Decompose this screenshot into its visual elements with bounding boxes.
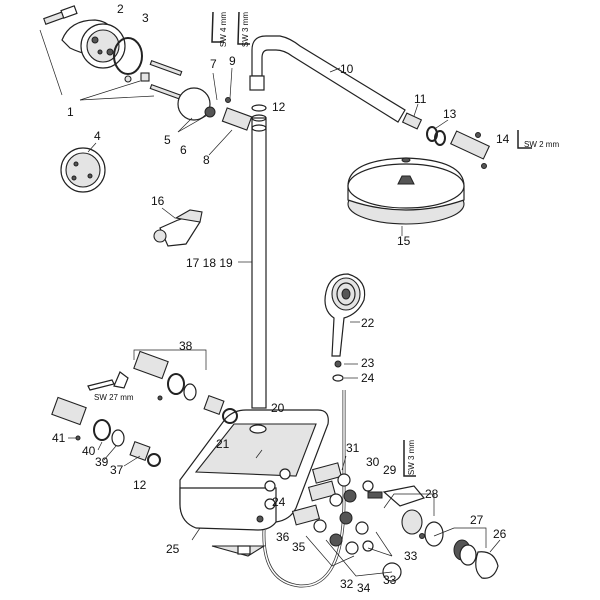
label-5: 5: [164, 133, 171, 147]
label-17-18-19: 17 18 19: [186, 256, 233, 270]
overhead-shower-15: [347, 157, 465, 236]
round-bracket: [80, 23, 126, 69]
button-2: [279, 468, 291, 480]
small-nut: [140, 72, 150, 82]
label-23: 23: [361, 356, 375, 370]
label-7: 7: [210, 57, 217, 71]
label-24-top: 24: [361, 371, 375, 385]
tool-sw4: SW 4 mm: [219, 12, 228, 47]
grub-screw-2: [481, 163, 487, 169]
wall-bracket-group: [39, 5, 183, 101]
label-20: 20: [271, 401, 285, 415]
label-40: 40: [82, 444, 96, 458]
label-14: 14: [496, 132, 510, 146]
label-1: 1: [67, 105, 74, 119]
shower-arm-10: [249, 35, 406, 123]
thermostat-unit: [179, 409, 329, 557]
label-3: 3: [142, 11, 149, 25]
hex-key-icon: [211, 11, 250, 45]
spindle-29: [367, 491, 383, 499]
label-15: 15: [397, 234, 411, 248]
upper-mount-group: [177, 67, 253, 156]
label-30: 30: [366, 455, 380, 469]
label-6: 6: [180, 143, 187, 157]
label-10: 10: [340, 62, 354, 76]
label-11: 11: [414, 92, 427, 106]
button-1: [264, 480, 276, 492]
hand-shower-holder-16: [153, 207, 203, 247]
long-screws: [149, 59, 183, 101]
screw-top: [43, 5, 78, 25]
handle-assembly: [382, 440, 501, 579]
wrench-icon: [87, 379, 115, 391]
rosette-5: [177, 87, 211, 121]
label-28: 28: [425, 487, 439, 501]
label-33-a: 33: [404, 549, 418, 563]
supply-connectors: [51, 349, 238, 467]
seal-ring: [113, 37, 143, 75]
label-31: 31: [346, 441, 360, 455]
connector-8: [221, 107, 253, 131]
label-13: 13: [443, 107, 457, 121]
pin-9: [225, 97, 231, 103]
hand-shower-22: [324, 273, 366, 357]
label-9: 9: [229, 54, 236, 68]
hose-connectors: [332, 360, 358, 382]
label-38: 38: [179, 339, 193, 353]
label-36: 36: [276, 530, 290, 544]
label-22: 22: [361, 316, 375, 330]
label-39: 39: [95, 455, 109, 469]
cover-plate-4: [60, 142, 106, 193]
riser-pipe: [238, 104, 267, 409]
label-8: 8: [203, 153, 210, 167]
label-33-b: 33: [383, 573, 397, 587]
label-26: 26: [493, 527, 507, 541]
label-34: 34: [357, 581, 371, 595]
part-labels: 2 3 1 4 5 6 7 8 9 10 11 12 13 14 15 16 1…: [52, 2, 510, 595]
arm-fittings: [401, 103, 532, 169]
label-25: 25: [166, 542, 180, 556]
tool-labels: SW 4 mm SW 3 mm SW 2 mm SW 27 mm SW 3 mm: [94, 12, 559, 475]
tool-sw2: SW 2 mm: [524, 140, 559, 149]
label-16: 16: [151, 194, 165, 208]
screw-6: [204, 106, 216, 118]
label-32: 32: [340, 577, 354, 591]
tool-sw27: SW 27 mm: [94, 393, 134, 402]
label-41: 41: [52, 431, 66, 445]
label-2: 2: [117, 2, 124, 16]
arm-coupling: [249, 75, 265, 91]
label-21: 21: [216, 437, 230, 451]
label-12-top: 12: [272, 100, 286, 114]
label-24-bottom: 24: [272, 495, 286, 509]
label-27: 27: [470, 513, 484, 527]
label-29: 29: [383, 463, 397, 477]
tool-sw3-top: SW 3 mm: [241, 12, 250, 47]
button-3: [264, 498, 276, 510]
grub-screw: [475, 132, 481, 138]
label-37: 37: [110, 463, 124, 477]
nut-11: [401, 112, 423, 130]
tool-sw3-bottom: SW 3 mm: [407, 440, 416, 475]
adapter-14: [449, 130, 491, 160]
small-washer: [124, 75, 132, 83]
label-12-bottom: 12: [133, 478, 147, 492]
label-4: 4: [94, 129, 101, 143]
ring-13b: [434, 130, 446, 146]
cartridge-group: [291, 455, 402, 582]
label-35: 35: [292, 540, 306, 554]
